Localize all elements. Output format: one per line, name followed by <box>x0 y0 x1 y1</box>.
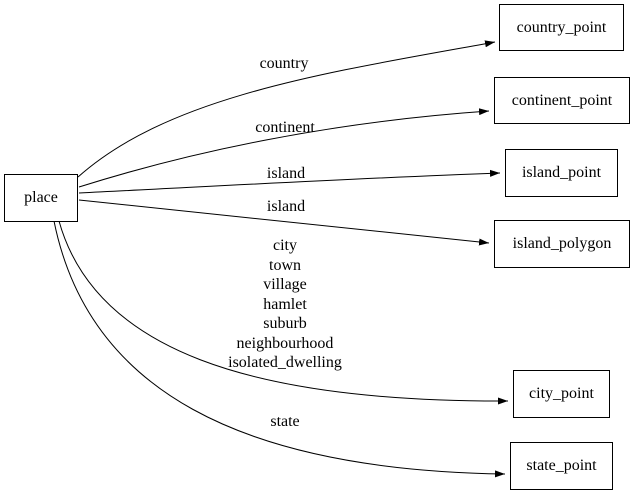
edge-place-to-continent_point <box>78 108 490 188</box>
node-island_polygon: island_polygon <box>494 220 630 268</box>
edge-place-to-state_point <box>53 220 506 478</box>
edge-place-to-island_polygon <box>78 199 490 246</box>
edge-label-state: state <box>270 413 300 430</box>
edge-label-village: village <box>263 276 307 293</box>
edge-place-to-city_point <box>58 220 509 405</box>
node-continent_point: continent_point <box>494 77 630 124</box>
edge-label-country: country <box>259 55 309 72</box>
node-country_point: country_point <box>499 4 624 51</box>
edge-label-neighbourhood: neighbourhood <box>236 334 334 352</box>
edge-label-continent: continent <box>255 119 315 136</box>
edge-label-island-1: island <box>266 165 306 182</box>
edge-place-to-island_point <box>78 169 501 194</box>
edge-label-town: town <box>268 256 301 274</box>
edge-label-city-group: city town village hamlet suburb neighbou… <box>228 236 342 373</box>
edge-label-city: city <box>272 237 297 254</box>
node-city_point: city_point <box>513 370 610 418</box>
edge-label-island-2: island <box>266 198 306 215</box>
edge-label-suburb: suburb <box>263 315 307 332</box>
edge-place-to-country_point <box>77 40 496 178</box>
edge-label-isolated_dwelling: isolated_dwelling <box>228 354 342 371</box>
node-island_point: island_point <box>505 149 618 197</box>
edge-label-hamlet: hamlet <box>263 295 307 313</box>
node-place: place <box>4 174 78 222</box>
node-state_point: state_point <box>510 442 613 490</box>
